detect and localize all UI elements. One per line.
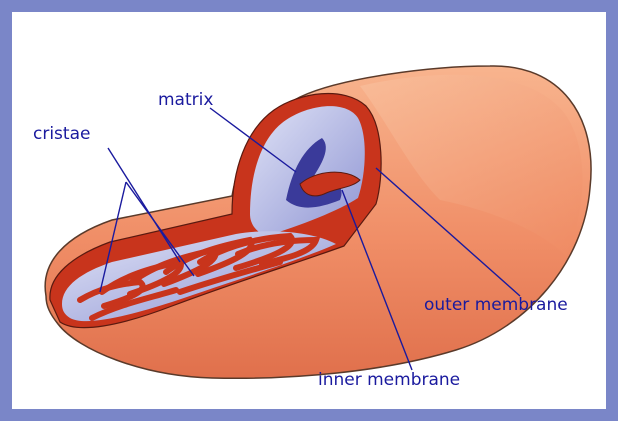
label-outer-membrane: outer membrane bbox=[424, 297, 568, 314]
label-inner-membrane: inner membrane bbox=[318, 372, 460, 389]
label-cristae: cristae bbox=[33, 126, 90, 143]
label-matrix: matrix bbox=[158, 92, 213, 109]
